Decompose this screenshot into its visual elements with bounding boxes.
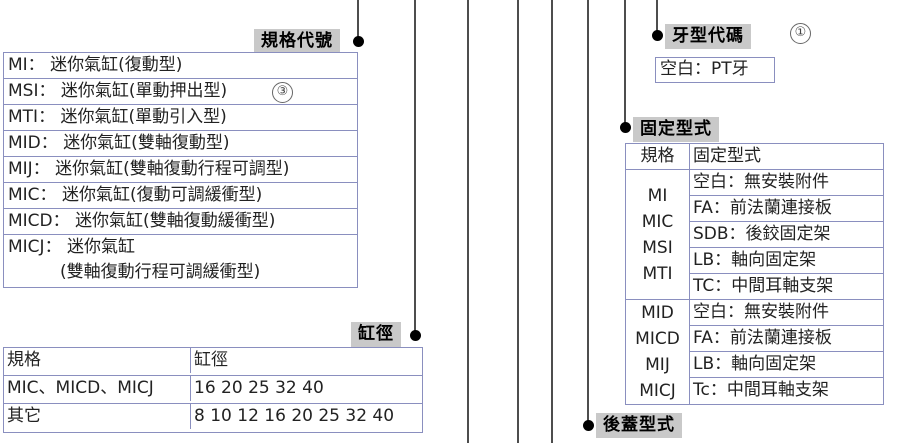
leader-line-thread-code — [656, 0, 658, 36]
cell-bore: 16 20 25 32 40 — [190, 376, 422, 401]
list-item: MICD： 迷你氣缸(雙軸復動緩衝型) — [4, 209, 357, 235]
spec-code: MIJ： — [8, 159, 50, 179]
cell-spec: 其它 — [7, 406, 41, 426]
table-row-group: MID MICD MIJ MICJ 空白：無安裝附件 FA：前法蘭連接板 LB：… — [626, 300, 883, 404]
spec-code: MI： — [8, 55, 45, 75]
caption-thread-code: 牙型代碼 — [665, 24, 751, 49]
marker-thread-note: ① — [790, 23, 811, 44]
list-item: MIJ： 迷你氣缸(雙軸復動行程可調型) — [4, 157, 357, 183]
leader-line-3 — [467, 0, 469, 443]
spec-desc-line2: (雙軸復動行程可調緩衝型) — [60, 262, 261, 282]
spec-code: MIC： — [8, 185, 57, 205]
spec-code: MSI： — [8, 81, 56, 101]
cell-bore: 8 10 12 16 20 25 32 40 — [190, 404, 422, 429]
mounting-option: FA：前法蘭連接板 — [690, 196, 883, 222]
spec-code-list: MI： 迷你氣缸(復動型) MSI： 迷你氣缸(單動押出型) ③ MTI： 迷你… — [3, 52, 358, 288]
cell-spec: MIC、MICD、MICJ — [7, 378, 154, 398]
list-item: MI： 迷你氣缸(復動型) — [4, 53, 357, 79]
marker-msi-note: ③ — [272, 82, 293, 103]
column-header-spec: 規格 — [7, 350, 41, 370]
spec-desc: 迷你氣缸(單動引入型) — [60, 107, 227, 127]
group-spec: MICJ — [639, 381, 676, 401]
leader-line-mounting — [624, 0, 626, 128]
spec-desc: 迷你氣缸(單動押出型) — [60, 81, 228, 101]
group-spec-list: MID MICD MIJ MICJ — [626, 300, 690, 404]
group-spec: MTI — [642, 264, 673, 284]
caption-mounting-type: 固定型式 — [633, 117, 719, 142]
mounting-option: TC：中間耳軸支架 — [693, 276, 834, 296]
group-spec: MIJ — [645, 355, 670, 375]
spec-code: MID： — [8, 133, 58, 153]
list-item: MICJ： 迷你氣缸 (雙軸復動行程可調緩衝型) — [4, 235, 357, 287]
spec-code: MICD： — [8, 211, 70, 231]
group-spec-list: MI MIC MSI MTI — [626, 170, 690, 299]
mounting-option: SDB：後鉸固定架 — [690, 222, 883, 248]
list-item: MTI： 迷你氣缸(單動引入型) — [4, 105, 357, 131]
list-item: MID： 迷你氣缸(雙軸復動型) — [4, 131, 357, 157]
leader-line-5 — [551, 0, 553, 443]
spec-desc: 迷你氣缸(復動型) — [50, 55, 183, 75]
group-option-list: 空白：無安裝附件 FA：前法蘭連接板 SDB：後鉸固定架 LB：軸向固定架 TC… — [690, 170, 883, 300]
leader-dot-bore — [410, 330, 421, 341]
group-option-list: 空白：無安裝附件 FA：前法蘭連接板 LB：軸向固定架 Tc：中間耳軸支架 — [690, 300, 883, 404]
leader-line-rear-cover — [587, 0, 589, 425]
group-spec: MICD — [635, 329, 680, 349]
spec-desc: 迷你氣缸(雙軸復動行程可調型) — [55, 159, 290, 179]
spec-code: MTI： — [8, 107, 56, 127]
leader-dot-spec-code — [353, 36, 364, 47]
spec-desc: 迷你氣缸 — [66, 237, 135, 257]
leader-dot-mounting — [620, 122, 631, 133]
group-spec: MID — [641, 303, 674, 323]
caption-bore: 缸徑 — [351, 322, 401, 347]
spec-desc: 迷你氣缸(雙軸復動緩衝型) — [75, 211, 276, 231]
table-row: MIC、MICD、MICJ 16 20 25 32 40 — [4, 376, 422, 404]
mounting-option: 空白：無安裝附件 — [690, 170, 883, 196]
leader-dot-rear-cover — [583, 420, 594, 431]
caption-rear-cover-type: 後蓋型式 — [596, 413, 682, 438]
table-row: 其它 8 10 12 16 20 25 32 40 — [4, 404, 422, 432]
group-spec: MI — [647, 186, 668, 206]
thread-code-option-box: 空白：PT牙 — [655, 57, 775, 83]
mounting-option: 空白：無安裝附件 — [690, 300, 883, 326]
spec-desc: 迷你氣缸(雙軸復動型) — [63, 133, 230, 153]
leader-dot-thread-code — [652, 30, 663, 41]
bore-table: 規格 缸徑 MIC、MICD、MICJ 16 20 25 32 40 其它 8 … — [3, 347, 423, 433]
group-spec: MSI — [642, 238, 673, 258]
column-header-spec: 規格 — [626, 144, 690, 169]
leader-line-2 — [414, 0, 416, 336]
mounting-option: Tc：中間耳軸支架 — [693, 380, 829, 400]
leader-line-spec-code — [357, 0, 359, 42]
column-header-mounting: 固定型式 — [693, 146, 761, 166]
list-item: MSI： 迷你氣缸(單動押出型) ③ — [4, 79, 357, 105]
table-row-group: MI MIC MSI MTI 空白：無安裝附件 FA：前法蘭連接板 SDB：後鉸… — [626, 170, 883, 300]
leader-line-4 — [517, 0, 519, 443]
mounting-option: LB：軸向固定架 — [690, 352, 883, 378]
column-header-bore: 缸徑 — [190, 348, 422, 373]
spec-code: MICJ： — [8, 237, 62, 257]
mounting-option: LB：軸向固定架 — [690, 248, 883, 274]
list-item: MIC： 迷你氣缸(復動可調緩衝型) — [4, 183, 357, 209]
mounting-type-table: 規格 固定型式 MI MIC MSI MTI 空白：無安裝附件 FA：前法蘭連接… — [625, 143, 884, 405]
table-header-row: 規格 缸徑 — [4, 348, 422, 376]
mounting-option: FA：前法蘭連接板 — [690, 326, 883, 352]
spec-desc: 迷你氣缸(復動可調緩衝型) — [61, 185, 263, 205]
caption-spec-code: 規格代號 — [254, 29, 340, 54]
group-spec: MIC — [641, 212, 674, 232]
table-header-row: 規格 固定型式 — [626, 144, 883, 170]
